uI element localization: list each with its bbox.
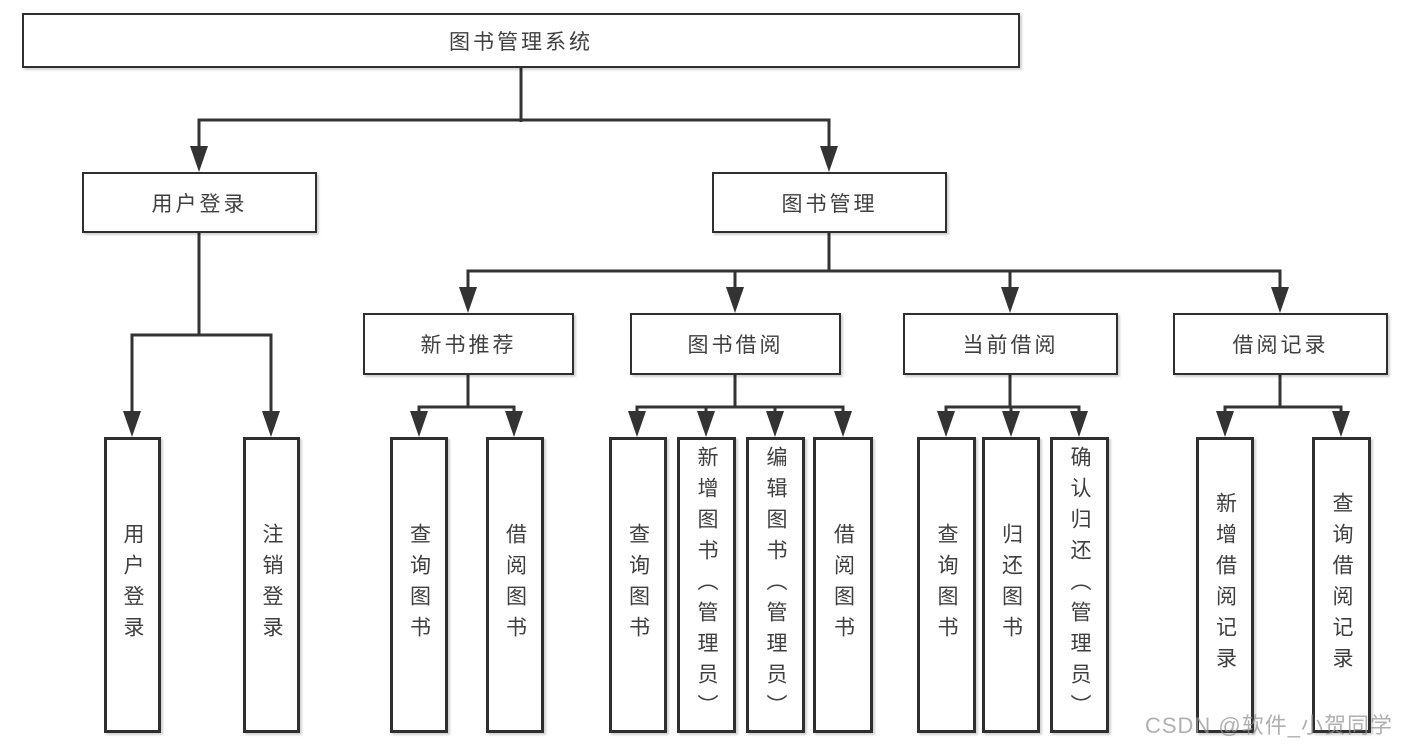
node-user-login: 用户登录 — [82, 172, 317, 233]
node-current-borrowing: 当前借阅 — [903, 313, 1118, 375]
leaf-confirm-return-admin: 确认归还（管理员） — [1050, 437, 1109, 733]
leaf-add-books-admin: 新增图书（管理员） — [677, 437, 736, 733]
node-library-management-system: 图书管理系统 — [22, 13, 1020, 68]
leaf-borrow-books: 借阅图书 — [813, 437, 873, 733]
leaf-query-books-current: 查询图书 — [917, 437, 976, 733]
node-book-management: 图书管理 — [712, 172, 947, 233]
node-new-book-recommendation: 新书推荐 — [363, 313, 574, 375]
node-book-borrowing: 图书借阅 — [630, 313, 841, 375]
csdn-watermark: CSDN @软件_小贺同学 — [1144, 713, 1393, 738]
leaf-return-books: 归还图书 — [982, 437, 1040, 733]
leaf-logout: 注销登录 — [243, 437, 300, 733]
node-borrowing-records: 借阅记录 — [1173, 313, 1388, 375]
leaf-query-borrow-record: 查询借阅记录 — [1312, 437, 1371, 733]
leaf-query-books-recommend: 查询图书 — [390, 437, 448, 733]
leaf-add-borrow-record: 新增借阅记录 — [1196, 437, 1254, 733]
leaf-borrow-books-recommend: 借阅图书 — [486, 437, 544, 733]
leaf-query-books-borrow: 查询图书 — [609, 437, 667, 733]
leaf-user-login: 用户登录 — [104, 437, 161, 733]
leaf-edit-books-admin: 编辑图书（管理员） — [746, 437, 805, 733]
